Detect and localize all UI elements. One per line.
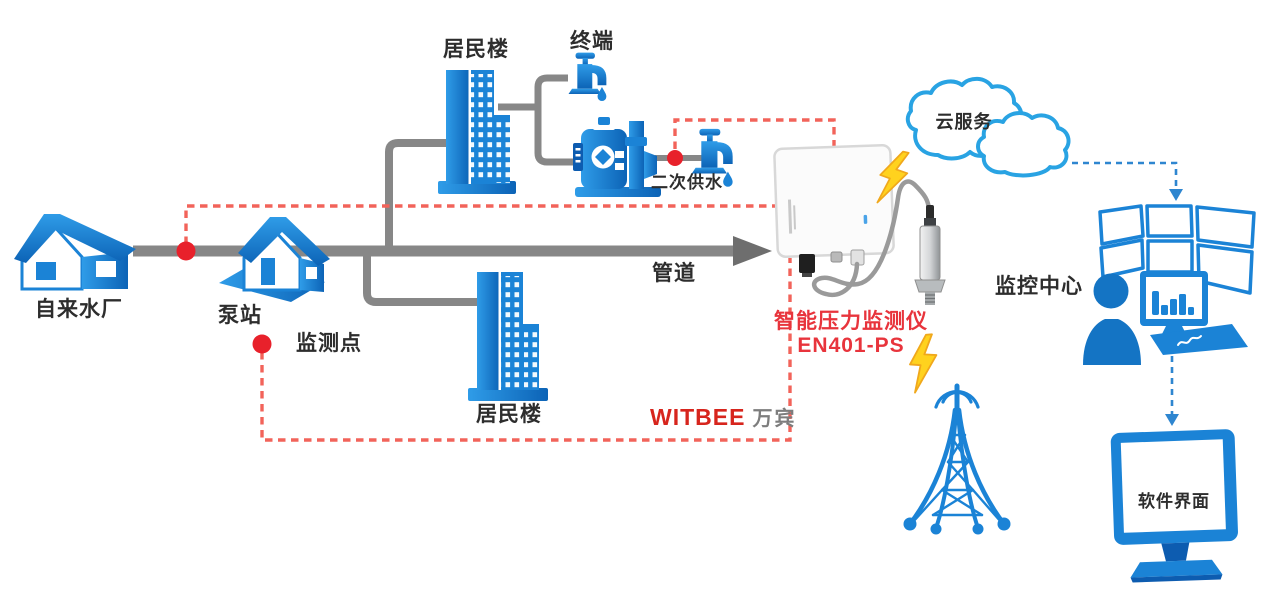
arrow-down-icon: [1165, 414, 1179, 426]
monitoring-point-dot: [176, 241, 196, 261]
booster-pump-icon: [573, 117, 661, 197]
secondary-supply-label: 二次供水: [651, 173, 723, 192]
pump-station-house-icon: [219, 217, 330, 302]
monitoring-point-label: 监测点: [296, 332, 362, 355]
lightning-icon: [909, 333, 938, 394]
operator-person-icon: [1083, 273, 1141, 365]
residential-building-icon: [438, 70, 516, 194]
pump-station-label: 泵站: [218, 304, 262, 327]
pipeline-arrow-icon: [733, 236, 772, 266]
cloud-icon: [905, 76, 1071, 178]
riser-pipe: [534, 74, 580, 166]
lightning-icon: [876, 150, 910, 204]
water-plant-house-icon: [14, 214, 136, 291]
software-interface-label: 软件界面: [1138, 492, 1210, 511]
monitoring-center-label: 监控中心: [995, 275, 1083, 298]
brand-cn-name: 万宾: [752, 408, 797, 430]
residential-building-icon: [468, 272, 548, 401]
pressure-sensor-icon: [914, 205, 946, 305]
sensor-cable: [812, 179, 932, 298]
faucet-icon: [691, 128, 733, 187]
monitoring-point-dot: [667, 150, 683, 166]
terminal-label: 终端: [570, 30, 614, 53]
pipeline-label: 管道: [652, 262, 696, 285]
device-name: 智能压力监测仪: [774, 310, 928, 333]
faucet-icon: [568, 52, 607, 102]
brand-logo: WITBEE 万宾: [650, 402, 796, 431]
software-monitor-icon: [1110, 429, 1238, 583]
radio-tower-feet: [903, 517, 1011, 535]
device-label: 智能压力监测仪 EN401-PS: [762, 310, 940, 358]
residential-building-label: 居民楼: [476, 403, 542, 426]
cloud-to-center-line: [1072, 161, 1178, 189]
blue-dashed-lines: [1072, 161, 1178, 414]
pressure-monitor-device-icon: [773, 144, 946, 305]
monitoring-point-dots: [176, 150, 683, 354]
water-plant-label: 自来水厂: [35, 298, 123, 321]
residential-building-label: 居民楼: [443, 38, 509, 61]
sense-line-pipeline: [184, 204, 776, 244]
device-model: EN401-PS: [797, 334, 905, 358]
radio-tower-icon: [907, 383, 1007, 530]
arrow-down-icon: [1169, 189, 1183, 201]
sense-line-secondary: [673, 118, 836, 149]
device-led: [863, 214, 868, 224]
dashboard-monitor-icon: [1140, 271, 1248, 355]
water-drop-icon: [597, 86, 607, 102]
cloud-service-label: 云服务: [935, 112, 993, 132]
branch-pipe-up: [385, 139, 446, 251]
red-dashed-lines: [184, 118, 836, 442]
monitoring-point-dot: [252, 334, 272, 354]
branch-pipe-down: [363, 251, 480, 306]
sense-line-monitor-point: [260, 258, 792, 442]
monitor-wall-icon: [1098, 204, 1256, 295]
water-drop-icon: [723, 171, 733, 187]
brand-wordmark: WITBEE: [650, 404, 746, 430]
